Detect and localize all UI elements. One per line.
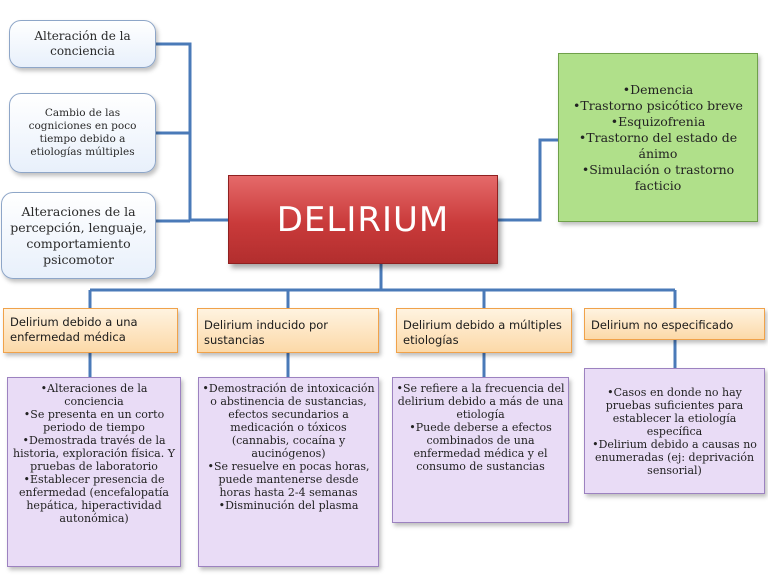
detail-item: •Disminución del plasma (218, 499, 359, 512)
differential-item: •Esquizofrenia (610, 113, 706, 129)
category-medical-label: Delirium debido a una enfermedad médica (10, 315, 138, 344)
feature-perception-text: Alteraciones de la percepción, lenguaje,… (10, 203, 147, 267)
detail-multiple: •Se refiere a la frecuencia del delirium… (392, 377, 569, 523)
detail-item: •Se resuelve en pocas horas, puede mante… (207, 460, 370, 499)
detail-item: •Puede deberse a efectos combinados de u… (409, 421, 552, 473)
category-multiple-label: Delirium debido a múltiples etiologías (403, 318, 562, 347)
feature-perception: Alteraciones de la percepción, lenguaje,… (1, 192, 156, 279)
detail-item: •Delirium debido a causas no enumeradas … (592, 437, 757, 477)
detail-item: •Demostrada través de la historia, explo… (13, 434, 175, 473)
differential-item: •Demencia (622, 81, 694, 97)
connector-differential (498, 138, 558, 222)
category-medical: Delirium debido a una enfermedad médica (3, 308, 178, 353)
detail-medical: •Alteraciones de la conciencia •Se prese… (7, 377, 181, 567)
detail-item: •Se presenta en un corto periodo de tiem… (23, 408, 165, 434)
detail-item: •Se refiere a la frecuencia del delirium… (396, 382, 565, 421)
differential-item: •Simulación o trastorno facticio (581, 161, 735, 193)
detail-item: •Casos en donde no hay pruebas suficient… (605, 385, 744, 438)
detail-item: •Alteraciones de la conciencia (40, 382, 148, 408)
detail-substances: •Demostración de intoxicación o abstinen… (198, 377, 379, 567)
detail-item: •Demostración de intoxicación o abstinen… (202, 382, 375, 460)
feature-consciousness-text: Alteración de la conciencia (34, 29, 131, 58)
category-substances-label: Delirium inducido por sustancias (204, 318, 329, 347)
category-unspecified: Delirium no especificado (584, 308, 765, 340)
category-unspecified-label: Delirium no especificado (591, 318, 734, 332)
differential-box: •Demencia •Trastorno psicótico breve •Es… (558, 53, 758, 222)
differential-item: •Trastorno psicótico breve (573, 97, 743, 113)
detail-unspecified: •Casos en donde no hay pruebas suficient… (584, 368, 765, 494)
differential-item: •Trastorno del estado de ánimo (578, 129, 738, 161)
feature-cognition-text: Cambio de las cogniciones en poco tiempo… (28, 107, 137, 158)
feature-cognition: Cambio de las cogniciones en poco tiempo… (9, 93, 156, 173)
feature-consciousness: Alteración de la conciencia (9, 20, 156, 68)
category-multiple: Delirium debido a múltiples etiologías (396, 308, 572, 353)
center-node-label: DELIRIUM (276, 199, 450, 240)
detail-item: •Establecer presencia de enfermedad (enc… (19, 473, 169, 525)
center-node: DELIRIUM (228, 175, 498, 264)
category-substances: Delirium inducido por sustancias (197, 308, 379, 353)
